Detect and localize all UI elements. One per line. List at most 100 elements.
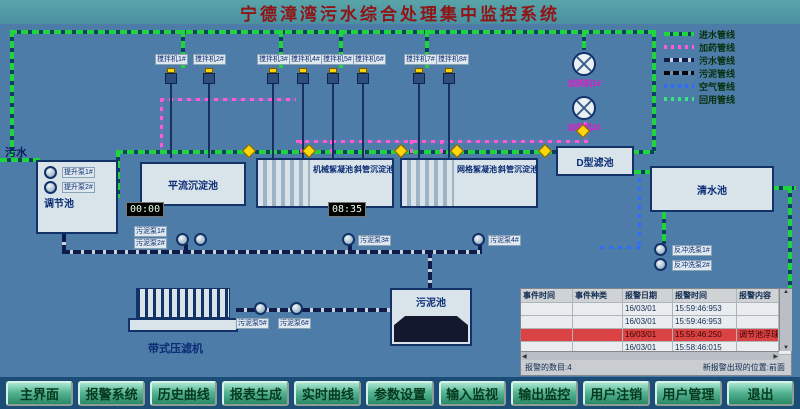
sludge-pump-icon[interactable]: [194, 233, 207, 246]
flocculation-cells: [258, 160, 310, 206]
bottom-toolbar: 主界面 报警系统 历史曲线 报表生成 实时曲线 参数设置 输入监视 输出监控 用…: [0, 377, 800, 409]
backwash-pump-icon[interactable]: [654, 258, 667, 271]
scroll-left-icon[interactable]: ◀: [522, 353, 527, 360]
pump-label: 污泥泵6#: [278, 318, 311, 329]
mixer-drop-pipe: [181, 30, 185, 68]
doser-feed-pipe: [582, 30, 586, 50]
tank-label: 网格絮凝池: [457, 165, 497, 174]
dosing-pipe: [160, 98, 163, 150]
mixer-label: 搅拌机7#: [404, 54, 437, 65]
sludge-pump-icon[interactable]: [176, 233, 189, 246]
valve-icon[interactable]: [393, 143, 409, 159]
mixer-icon[interactable]: [266, 68, 280, 158]
press-frame: [128, 318, 238, 332]
dosing-pipe: [160, 98, 296, 101]
pump-label: 污泥泵3#: [358, 235, 391, 246]
lift-pump-icon[interactable]: [44, 166, 57, 179]
report-generate-button[interactable]: 报表生成: [222, 380, 290, 406]
legend-item: 加药管线: [664, 41, 735, 53]
influent-pipe: [10, 30, 14, 160]
mixer-label: 搅拌机4#: [289, 54, 322, 65]
lift-pump-icon[interactable]: [44, 181, 57, 194]
filter-outlet-pipe: [634, 170, 652, 174]
pump-label: 污泥泵4#: [488, 235, 521, 246]
mixer-icon[interactable]: [296, 68, 310, 158]
valve-icon[interactable]: [241, 143, 257, 159]
mixer-icon[interactable]: [356, 68, 370, 158]
alarm-horizontal-scrollbar[interactable]: ◀▶: [521, 351, 779, 360]
influent-pipe: [0, 158, 40, 162]
tank-label: 清水池: [697, 185, 727, 197]
sludge-pipe: [62, 250, 482, 254]
pump-label: 污泥泵5#: [236, 318, 269, 329]
mixer-icon[interactable]: [202, 68, 216, 158]
exit-button[interactable]: 退出: [726, 380, 795, 406]
tank-label: 平流沉淀池: [168, 180, 218, 192]
dosing-pipe: [410, 140, 413, 158]
press-feed-pipe: [236, 308, 390, 312]
mixer-icon[interactable]: [442, 68, 456, 158]
legend-item: 回用管线: [664, 93, 735, 105]
sludge-pump-icon[interactable]: [472, 233, 485, 246]
user-management-button[interactable]: 用户管理: [654, 380, 722, 406]
countdown-timer: 00:00: [126, 202, 165, 217]
sludge-pipe: [62, 234, 66, 250]
parameter-settings-button[interactable]: 参数设置: [366, 380, 434, 406]
mixer-drop-pipe: [339, 30, 343, 68]
legend-item: 进水管线: [664, 28, 735, 40]
alarm-system-button[interactable]: 报警系统: [78, 380, 146, 406]
sludge-pump-icon[interactable]: [290, 302, 303, 315]
scroll-up-icon[interactable]: ▲: [783, 289, 789, 295]
belt-filter-press: [128, 288, 238, 336]
realtime-curve-button[interactable]: 实时曲线: [294, 380, 362, 406]
pump-label: 提升泵2#: [62, 182, 95, 193]
mixer-label: 搅拌机5#: [321, 54, 354, 65]
tank-label: 斜管沉淀池: [498, 165, 538, 174]
output-monitor-button[interactable]: 输出监控: [510, 380, 578, 406]
mixer-icon[interactable]: [412, 68, 426, 158]
mixer-label: 搅拌机6#: [353, 54, 386, 65]
tank-clearwell: 清水池: [650, 166, 774, 212]
sludge-level: [394, 316, 468, 342]
tank-mechanical-flocculation: 机械絮凝池 斜管沉淀池: [256, 158, 394, 208]
sludge-pump-icon[interactable]: [254, 302, 267, 315]
influent-line-swatch: [664, 32, 694, 36]
input-monitor-button[interactable]: 输入监视: [438, 380, 506, 406]
valve-icon[interactable]: [537, 143, 553, 159]
alarm-vertical-scrollbar[interactable]: ▲▼: [779, 289, 792, 351]
user-logout-button[interactable]: 用户注销: [582, 380, 650, 406]
mixer-icon[interactable]: [326, 68, 340, 158]
dosing-machine-icon[interactable]: [572, 96, 596, 120]
clearwell-outlet-pipe: [772, 186, 796, 190]
mixer-icon[interactable]: [164, 68, 178, 158]
flocculation-cells: [402, 160, 454, 206]
countdown-timer: 08:35: [328, 202, 367, 217]
legend-item: 空气管线: [664, 80, 735, 92]
tank-sludge: 污泥池: [390, 288, 472, 346]
dosing-pipe: [440, 140, 443, 158]
history-curve-button[interactable]: 历史曲线: [150, 380, 218, 406]
main-screen-button[interactable]: 主界面: [6, 380, 74, 406]
air-line-swatch: [664, 84, 694, 88]
sludge-pump-icon[interactable]: [342, 233, 355, 246]
influent-pipe: [10, 30, 656, 34]
dosing-machine-icon[interactable]: [572, 52, 596, 76]
pump-label: 污泥泵1#: [134, 226, 167, 237]
tank-label: 斜管沉淀池: [354, 165, 394, 174]
scroll-down-icon[interactable]: ▼: [783, 345, 789, 351]
legend-item: 污泥管线: [664, 67, 735, 79]
alarm-table-header: 事件时间 事件种类 报警日期 报警时间 报警内容: [521, 289, 791, 303]
air-pipe: [600, 246, 640, 249]
mixer-label: 搅拌机2#: [193, 54, 226, 65]
backwash-pump-icon[interactable]: [654, 243, 667, 256]
scroll-right-icon[interactable]: ▶: [773, 353, 778, 360]
sludge-pipe: [478, 244, 482, 250]
air-pipe: [638, 178, 641, 246]
dosing-line-swatch: [664, 45, 694, 49]
tank-label: 机械絮凝池: [313, 165, 353, 174]
legend-item: 污水管线: [664, 54, 735, 66]
